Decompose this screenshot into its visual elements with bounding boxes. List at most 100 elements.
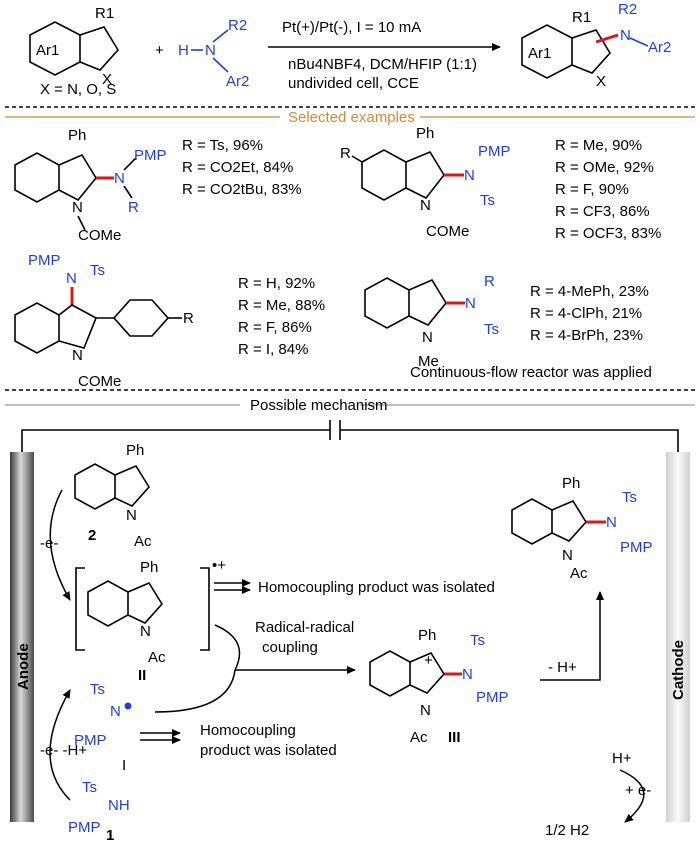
- ex3-yield-2: R = Me, 88%: [238, 297, 325, 314]
- plus-sign: +: [155, 42, 164, 59]
- ex2-yield-3: R = F, 90%: [555, 181, 629, 198]
- radI-pmp: PMP: [74, 732, 107, 749]
- ex2-n: N: [464, 167, 475, 184]
- minus-e-1: -e-: [40, 535, 58, 552]
- ex3-yield-4: R = I, 84%: [238, 341, 308, 358]
- product-pmp: PMP: [620, 539, 653, 556]
- amine-ar2: Ar2: [226, 73, 249, 90]
- ex1-n1: N: [72, 199, 83, 216]
- anode-label: Anode: [15, 643, 32, 690]
- anode-electrode: [10, 452, 34, 822]
- ex2-pmp: PMP: [478, 143, 511, 160]
- cpdIII-pmp: PMP: [476, 689, 509, 706]
- flow-note: Continuous-flow reactor was applied: [410, 364, 652, 381]
- cpd1-number: 1: [106, 827, 114, 843]
- cpdIII-n1: N: [420, 702, 431, 719]
- h-plus: H+: [612, 750, 632, 767]
- ex2-r: R: [340, 145, 351, 162]
- example-4: N R Ts N Me R = 4-MePh, 23% R = 4-ClPh, …: [364, 273, 652, 381]
- radical-cation-II: Ph N Ac •+ II: [75, 557, 226, 684]
- cpdII-ph: Ph: [140, 559, 158, 576]
- cpdIII-number: III: [448, 729, 461, 746]
- r1-label: R1: [95, 5, 114, 22]
- cpdIII-plus: +: [424, 652, 433, 669]
- radical-coupling-1: Radical-radical: [255, 619, 354, 636]
- ex2-n1: N: [420, 197, 431, 214]
- ex2-yield-5: R = OCF3, 83%: [555, 225, 661, 242]
- example-2: R Ph N PMP Ts N COMe R = Me, 90% R = OMe…: [340, 125, 661, 242]
- ex3-pmp: PMP: [28, 252, 61, 269]
- radical-coupling-2: coupling: [262, 639, 318, 656]
- ex3-n1: N: [72, 347, 83, 364]
- amine-h: H: [178, 42, 189, 59]
- n-radical-I: Ts N PMP I: [74, 681, 132, 774]
- homocoupling-2b: product was isolated: [200, 742, 337, 759]
- ex1-ph: Ph: [68, 127, 86, 144]
- cpd2-ph: Ph: [126, 442, 144, 459]
- amine-r2: R2: [228, 17, 247, 34]
- cpd1-nh: NH: [108, 797, 130, 814]
- ex4-ts: Ts: [484, 321, 499, 338]
- ex4-me: Me: [418, 353, 439, 370]
- ex4-yield-3: R = 4-BrPh, 23%: [530, 327, 643, 344]
- product-ar2: Ar2: [648, 39, 671, 56]
- product-ac: Ac: [570, 565, 588, 582]
- ex3-come: COMe: [78, 373, 121, 390]
- cpdII-n: N: [140, 623, 151, 640]
- ex2-ph: Ph: [416, 125, 434, 142]
- x-label: X: [102, 71, 112, 88]
- product-n: N: [606, 514, 617, 531]
- ex3-ts: Ts: [90, 262, 105, 279]
- ex2-come: COMe: [426, 223, 469, 240]
- homocoupling-2a: Homocoupling: [200, 722, 296, 739]
- cathode-label: Cathode: [670, 640, 687, 700]
- mechanism-header: Possible mechanism: [250, 397, 388, 414]
- ex2-yield-4: R = CF3, 86%: [555, 203, 650, 220]
- ex1-yield-1: R = Ts, 96%: [182, 137, 263, 154]
- ex4-yield-1: R = 4-MePh, 23%: [530, 283, 649, 300]
- product-ts: Ts: [622, 489, 637, 506]
- cpd1-ts: Ts: [82, 779, 97, 796]
- radI-n: N: [110, 703, 121, 720]
- ex1-pmp: PMP: [134, 147, 167, 164]
- ex3-yield-1: R = H, 92%: [238, 275, 315, 292]
- condition-3: undivided cell, CCE: [288, 75, 419, 92]
- plus-e: + e-: [625, 782, 651, 799]
- general-reaction: Ar1 R1 X X = N, O, S + H N R2 Ar2 Pt(+)/…: [29, 1, 671, 98]
- product-structure: Ar1 R1 X N R2 Ar2: [521, 1, 671, 90]
- product-n: N: [620, 27, 631, 44]
- ex4-r: R: [484, 273, 495, 290]
- product-x: X: [596, 73, 606, 90]
- cpdIII-n: N: [462, 666, 473, 683]
- homocoupling-1: Homocoupling product was isolated: [258, 579, 495, 596]
- ex3-r: R: [183, 310, 194, 327]
- product-n1: N: [562, 547, 573, 564]
- ex1-yield-3: R = CO2tBu, 83%: [182, 181, 302, 198]
- mechanism: Anode Cathode Ph N Ac 2 -e- Ph N Ac •+ I…: [10, 420, 690, 843]
- cpdII-ac: Ac: [148, 649, 166, 666]
- condition-2: nBu4NBF4, DCM/HFIP (1:1): [288, 56, 477, 73]
- substrate-structure: Ar1 R1 X: [29, 5, 119, 88]
- ex2-yield-2: R = OMe, 92%: [555, 159, 654, 176]
- cpd1-pmp: PMP: [68, 819, 101, 836]
- minus-h: - H+: [548, 659, 577, 676]
- ex4-yield-2: R = 4-ClPh, 21%: [530, 305, 642, 322]
- condition-1: Pt(+)/Pt(-), I = 10 mA: [282, 19, 421, 36]
- x-definition: X = N, O, S: [40, 81, 116, 98]
- cpdIII-ph: Ph: [418, 627, 436, 644]
- half-h2: 1/2 H2: [545, 822, 589, 839]
- compound-1: Ts NH PMP 1: [68, 779, 130, 843]
- minus-e-h: -e- -H+: [40, 742, 87, 759]
- intermediate-III: Ph + N Ts PMP N Ac III: [369, 627, 509, 746]
- cpd2-number: 2: [88, 527, 96, 544]
- ex2-ts: Ts: [480, 192, 495, 209]
- ex1-yield-2: R = CO2Et, 84%: [182, 159, 293, 176]
- cpd2-n: N: [126, 507, 137, 524]
- radical-cation-sign: •+: [212, 557, 226, 574]
- amine-structure: H N R2 Ar2: [178, 17, 249, 90]
- compound-2: Ph N Ac 2: [74, 442, 152, 550]
- cpdIII-ts: Ts: [470, 632, 485, 649]
- ex1-r: R: [128, 199, 139, 216]
- cpdI-number: I: [122, 757, 126, 774]
